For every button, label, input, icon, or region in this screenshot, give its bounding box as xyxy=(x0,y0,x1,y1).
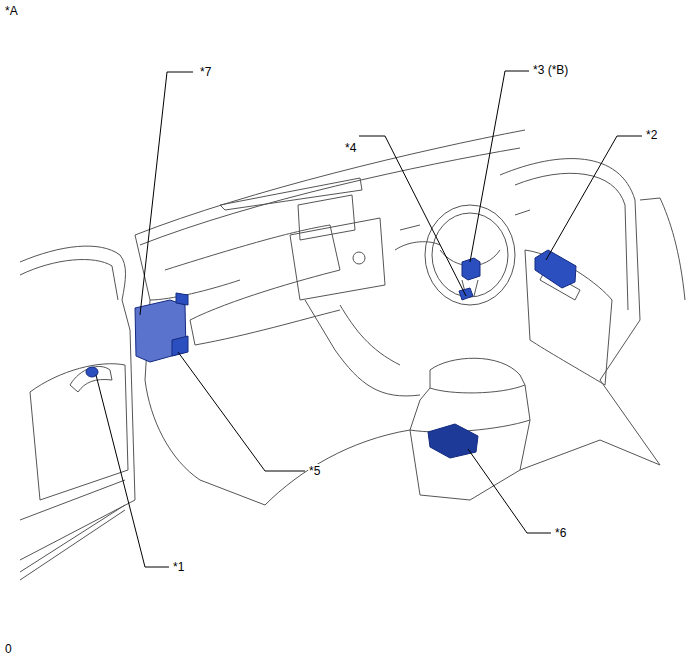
callout-label: *4 xyxy=(344,141,357,155)
callout-label: *A xyxy=(4,4,19,18)
callout-label: *5 xyxy=(308,464,321,478)
callout-label: *7 xyxy=(199,65,212,79)
leader-lines xyxy=(96,71,642,567)
outline-drawing xyxy=(20,130,685,580)
callout-label: *3 (*B) xyxy=(532,63,569,77)
callout-label: *2 xyxy=(645,128,658,142)
callout-label: *1 xyxy=(172,560,185,574)
callout-label: *6 xyxy=(554,526,567,540)
callout-label: 0 xyxy=(4,642,13,656)
highlighted-parts xyxy=(86,250,576,458)
